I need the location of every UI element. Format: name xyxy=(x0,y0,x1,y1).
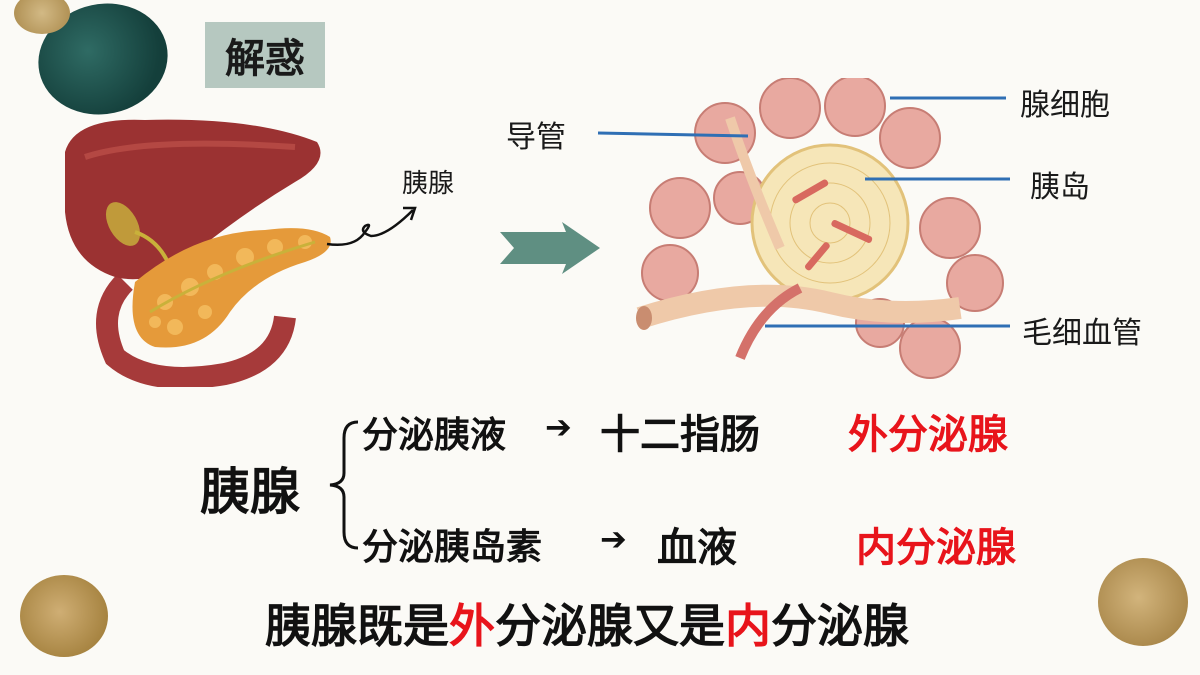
row1-target: 十二指肠 xyxy=(600,412,760,458)
pancreas-pointer-arrow xyxy=(326,206,417,246)
page-title-text: 解惑 xyxy=(225,36,305,82)
row1-action: 分泌胰液 xyxy=(362,415,507,456)
row1-arrow-icon: ➔ xyxy=(545,408,572,446)
liver-pancreas-illustration xyxy=(65,119,331,387)
conclusion-part5: 分泌腺 xyxy=(771,599,909,653)
transition-arrow-icon xyxy=(500,222,600,274)
row2-action: 分泌胰岛素 xyxy=(362,527,543,568)
page-title: 解惑 xyxy=(205,22,325,88)
decorative-blob-gold-top xyxy=(14,0,70,34)
conclusion-part2: 外 xyxy=(449,599,495,653)
row2-type: 内分泌腺 xyxy=(856,525,1016,571)
summary-bracket xyxy=(329,420,359,550)
duct-label: 导管 xyxy=(506,120,566,155)
conclusion-part3: 分泌腺又是 xyxy=(495,599,725,653)
conclusion-part4: 内 xyxy=(725,599,771,653)
islet-label: 胰岛 xyxy=(1030,170,1090,205)
decorative-blob-gold-bottom-left xyxy=(20,575,108,657)
leader-lines xyxy=(597,96,1010,328)
pancreas-label: 胰腺 xyxy=(402,169,455,199)
row2-arrow-icon: ➔ xyxy=(600,520,627,558)
acinar-cell-label: 腺细胞 xyxy=(1020,88,1110,123)
pancreatic-tissue-illustration xyxy=(636,78,1004,379)
summary-subject: 胰腺 xyxy=(200,463,300,521)
capillary-label: 毛细血管 xyxy=(1022,316,1142,351)
row1-type: 外分泌腺 xyxy=(848,412,1008,458)
row2-target: 血液 xyxy=(657,525,737,571)
decorative-blob-gold-bottom-right xyxy=(1098,558,1188,646)
conclusion-part1: 胰腺既是 xyxy=(265,599,449,653)
conclusion-sentence: 胰腺既是外分泌腺又是内分泌腺 xyxy=(265,590,909,656)
